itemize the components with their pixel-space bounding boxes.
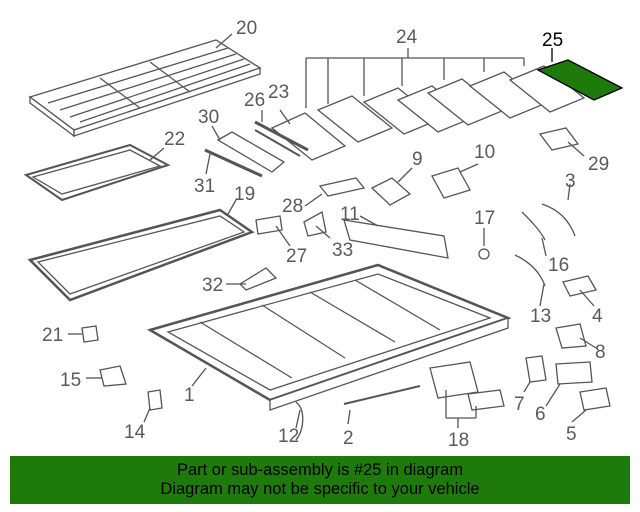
part-label-22: 22 bbox=[164, 129, 185, 150]
part-label-5: 5 bbox=[566, 424, 577, 445]
part-label-17: 17 bbox=[474, 208, 495, 229]
part-label-28: 28 bbox=[282, 196, 303, 217]
part-22-drawing bbox=[23, 143, 171, 202]
part-label-30: 30 bbox=[198, 107, 219, 128]
leader-lines bbox=[68, 33, 597, 429]
part-label-2: 2 bbox=[343, 428, 354, 449]
part-20-drawing bbox=[28, 39, 262, 138]
part-25-drawing bbox=[536, 59, 624, 101]
part-label-13: 13 bbox=[530, 306, 551, 327]
part-label-12: 12 bbox=[278, 426, 299, 447]
part-label-14: 14 bbox=[124, 422, 146, 443]
part-label-32: 32 bbox=[202, 275, 223, 296]
part-1-drawing bbox=[146, 263, 512, 411]
small-parts-drawing bbox=[81, 127, 611, 441]
part-19-drawing bbox=[27, 208, 255, 302]
banner-line-1: Part or sub-assembly is #25 in diagram bbox=[176, 461, 464, 479]
part-label-9: 9 bbox=[412, 149, 423, 170]
part-label-31: 31 bbox=[194, 176, 215, 197]
part-label-20: 20 bbox=[236, 18, 257, 39]
part-label-24: 24 bbox=[396, 27, 418, 48]
part-label-33: 33 bbox=[332, 240, 353, 261]
part-label-4: 4 bbox=[592, 306, 603, 327]
part-label-19: 19 bbox=[234, 184, 255, 205]
part-label-29: 29 bbox=[588, 154, 609, 175]
info-banner: Part or sub-assembly is #25 in diagram D… bbox=[10, 456, 630, 504]
part-label-3: 3 bbox=[565, 171, 576, 192]
part-label-1: 1 bbox=[184, 385, 195, 406]
part-24-drawing bbox=[270, 65, 586, 161]
part-label-26: 26 bbox=[244, 90, 265, 111]
part-label-25: 25 bbox=[542, 30, 563, 51]
part-label-27: 27 bbox=[286, 246, 307, 267]
part-label-21: 21 bbox=[42, 325, 63, 346]
parts-diagram: 20 24 25 26 23 30 22 9 10 29 31 19 28 3 … bbox=[23, 18, 624, 451]
part-label-8: 8 bbox=[595, 342, 606, 363]
part-label-7: 7 bbox=[514, 394, 525, 415]
banner-line-2: Diagram may not be specific to your vehi… bbox=[160, 480, 480, 498]
part-label-18: 18 bbox=[448, 430, 469, 451]
part-label-11: 11 bbox=[340, 204, 360, 225]
part-label-16: 16 bbox=[548, 255, 569, 276]
part-label-6: 6 bbox=[535, 404, 546, 425]
part-label-15: 15 bbox=[60, 370, 81, 391]
part-label-10: 10 bbox=[474, 142, 495, 163]
part-label-23: 23 bbox=[268, 82, 289, 103]
